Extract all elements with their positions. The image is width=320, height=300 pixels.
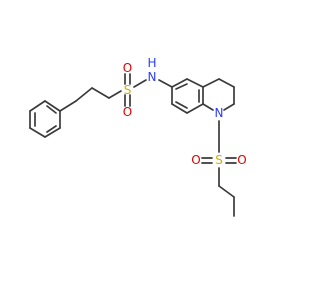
- atom-o2: O: [123, 105, 132, 119]
- bond: [223, 103, 235, 111]
- bond: [175, 101, 188, 109]
- bond: [202, 103, 214, 111]
- atom-s1: S: [124, 83, 132, 97]
- atom-h1: H: [147, 56, 156, 70]
- atom-o1: O: [123, 61, 132, 75]
- bond: [218, 78, 235, 88]
- bond: [46, 105, 57, 114]
- bond-layer: [29, 73, 237, 217]
- atom-n1: N: [148, 70, 157, 84]
- bond: [171, 78, 188, 88]
- bond: [186, 78, 204, 88]
- bond: [171, 103, 188, 114]
- bond: [218, 185, 235, 198]
- bond: [29, 127, 46, 138]
- bond: [91, 87, 110, 99]
- bond: [29, 100, 46, 112]
- bond: [59, 100, 77, 112]
- bond: [108, 90, 122, 99]
- bond: [133, 79, 147, 88]
- bond: [158, 79, 173, 88]
- molecule-canvas: S O O N H N S O O: [29, 56, 247, 217]
- atom-o3: O: [191, 153, 200, 167]
- bond: [75, 87, 93, 102]
- bond: [46, 125, 57, 133]
- atom-label-layer: S O O N H N S O O: [123, 56, 247, 167]
- atom-n2: N: [215, 106, 224, 120]
- bond: [175, 83, 188, 90]
- bond: [44, 100, 61, 112]
- structure-diagram: S O O N H N S O O: [29, 56, 247, 217]
- bond: [202, 78, 220, 88]
- atom-s2: S: [215, 153, 223, 167]
- bond: [186, 103, 204, 114]
- bond: [44, 127, 61, 138]
- atom-o4: O: [237, 153, 246, 167]
